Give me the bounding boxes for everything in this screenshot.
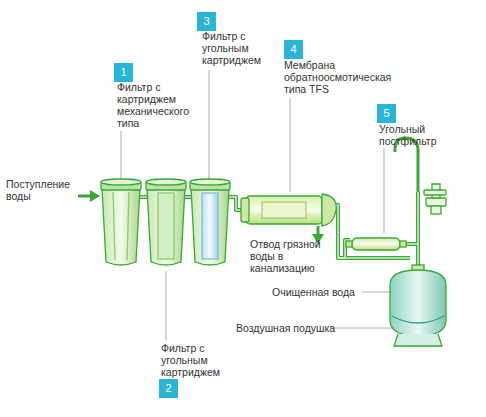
part-label: Мембрана обратноосмотическая типа TFS	[284, 59, 394, 95]
part-label: Очищенная вода	[272, 286, 362, 298]
part-label: Поступление воды	[6, 178, 76, 202]
part-label: Воздушная подушка	[236, 322, 346, 334]
callout-number-text: 5	[383, 107, 389, 119]
part-label: Отвод грязной воды в канализацию	[250, 238, 330, 274]
part-label: Фильтр с угольным картриджем	[161, 342, 241, 378]
callout-number: 4	[284, 40, 303, 59]
part-label: Угольный постфильтр	[379, 123, 459, 147]
callout-number: 3	[197, 12, 216, 31]
callout-number-text: 4	[290, 43, 296, 55]
part-label: Фильтр с угольным картриджем	[202, 30, 277, 66]
part-label: Фильтр с картриджем механического типа	[117, 81, 199, 129]
callout-number: 1	[114, 63, 133, 82]
callout-number-text: 2	[165, 382, 171, 394]
callout-number-text: 1	[120, 66, 126, 78]
callout-number-text: 3	[203, 15, 209, 27]
callout-number: 5	[377, 104, 396, 123]
callout-number: 2	[159, 379, 178, 398]
